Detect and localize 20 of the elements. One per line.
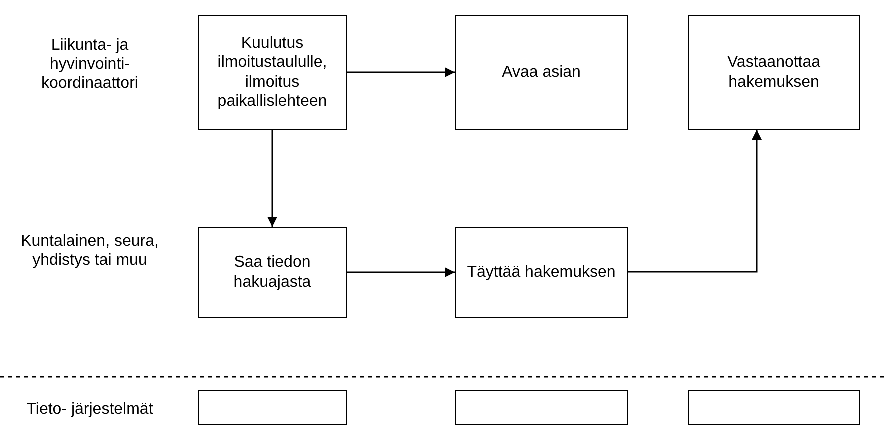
box-text: Vastaanottaa hakemuksen bbox=[726, 53, 822, 92]
lane-label: Tieto- järjestelmät bbox=[26, 400, 154, 420]
arrow bbox=[347, 68, 455, 78]
box-shape bbox=[455, 390, 628, 425]
lane-label: Kuntalainen, seura, yhdistys tai muu bbox=[20, 232, 160, 270]
box-shape bbox=[688, 390, 860, 425]
process-box bbox=[455, 227, 628, 318]
process-box bbox=[198, 227, 347, 318]
box-text: Saa tiedon hakuajasta bbox=[232, 253, 312, 292]
box-text: Kuulutus ilmoitustaululle, ilmoitus paikallislehteen bbox=[216, 34, 328, 111]
box-shape bbox=[198, 390, 347, 425]
process-box bbox=[688, 15, 860, 130]
process-box bbox=[198, 15, 347, 130]
box-text: Avaa asian bbox=[502, 62, 581, 82]
process-box bbox=[455, 15, 628, 130]
lane-label: Liikunta- ja hyvinvointi- koordinaattori bbox=[40, 36, 140, 94]
box-text: Täyttää hakemuksen bbox=[467, 262, 616, 282]
arrow bbox=[347, 268, 455, 278]
arrow bbox=[268, 130, 278, 227]
arrow bbox=[628, 130, 762, 273]
